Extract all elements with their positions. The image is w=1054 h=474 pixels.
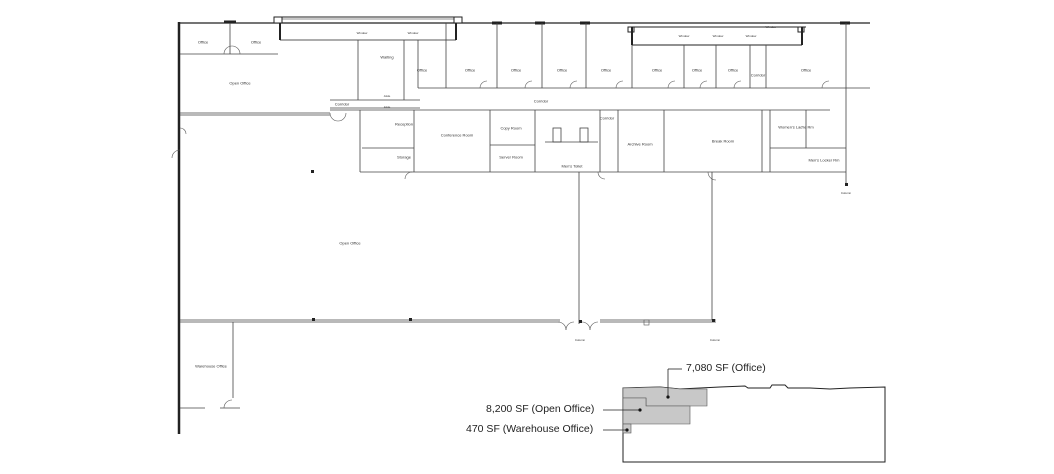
room-label: Open Office [229, 80, 251, 86]
plan-mark: Window [356, 31, 368, 35]
plan-mark: Column [840, 191, 852, 195]
room-label: Break Room [711, 138, 735, 144]
room-label: Office [416, 67, 428, 73]
room-label: Office [510, 67, 522, 73]
room-label: Conference Room [440, 132, 474, 138]
legend-warehouse-office-label: 470 SF (Warehouse Office) [466, 423, 594, 435]
room-label: Corridor [533, 98, 549, 104]
room-label: Office [250, 39, 262, 45]
plan-mark: Column [574, 338, 586, 342]
room-label: Office [691, 67, 703, 73]
interior-walls [180, 23, 870, 409]
doors [171, 45, 830, 409]
room-label: Corridor [750, 72, 766, 78]
plan-mark: Window [712, 34, 724, 38]
room-label: Archive Room [627, 141, 653, 147]
plan-mark: Aisle [383, 94, 391, 98]
room-label: Office [600, 67, 612, 73]
room-label: Reception [394, 121, 414, 127]
plan-mark: Window [745, 34, 757, 38]
plan-mark: Column [709, 338, 721, 342]
room-label: Corridor [599, 115, 615, 121]
room-label: Corridor [334, 101, 350, 107]
room-label: Office [800, 67, 812, 73]
room-label: Open Office [339, 240, 361, 246]
room-label: Office [727, 67, 739, 73]
room-label: Office [197, 39, 209, 45]
room-label: Office [464, 67, 476, 73]
plan-mark: Window [678, 34, 690, 38]
room-label: Men's Locker Rm [808, 157, 840, 163]
room-label: Warehouse Office [195, 363, 227, 369]
plan-mark: Window [765, 25, 777, 29]
exterior-walls [177, 16, 870, 434]
room-label: Men's Toilet [561, 163, 583, 169]
legend-open-office-label: 8,200 SF (Open Office) [486, 403, 595, 415]
room-label: Office [651, 67, 663, 73]
room-label: Server Room [499, 154, 523, 160]
legend-office-label: 7,080 SF (Office) [686, 362, 766, 374]
room-label: Waiting [380, 54, 394, 60]
room-label: Women's Lad'ie Rm [778, 124, 814, 130]
room-label: Copy Room [500, 125, 522, 131]
plan-mark: Window [407, 31, 419, 35]
room-label: Storage [396, 154, 412, 160]
key-plan [603, 368, 886, 463]
room-label: Office [556, 67, 568, 73]
plan-mark: Aisle [383, 105, 391, 109]
columns [311, 170, 848, 326]
